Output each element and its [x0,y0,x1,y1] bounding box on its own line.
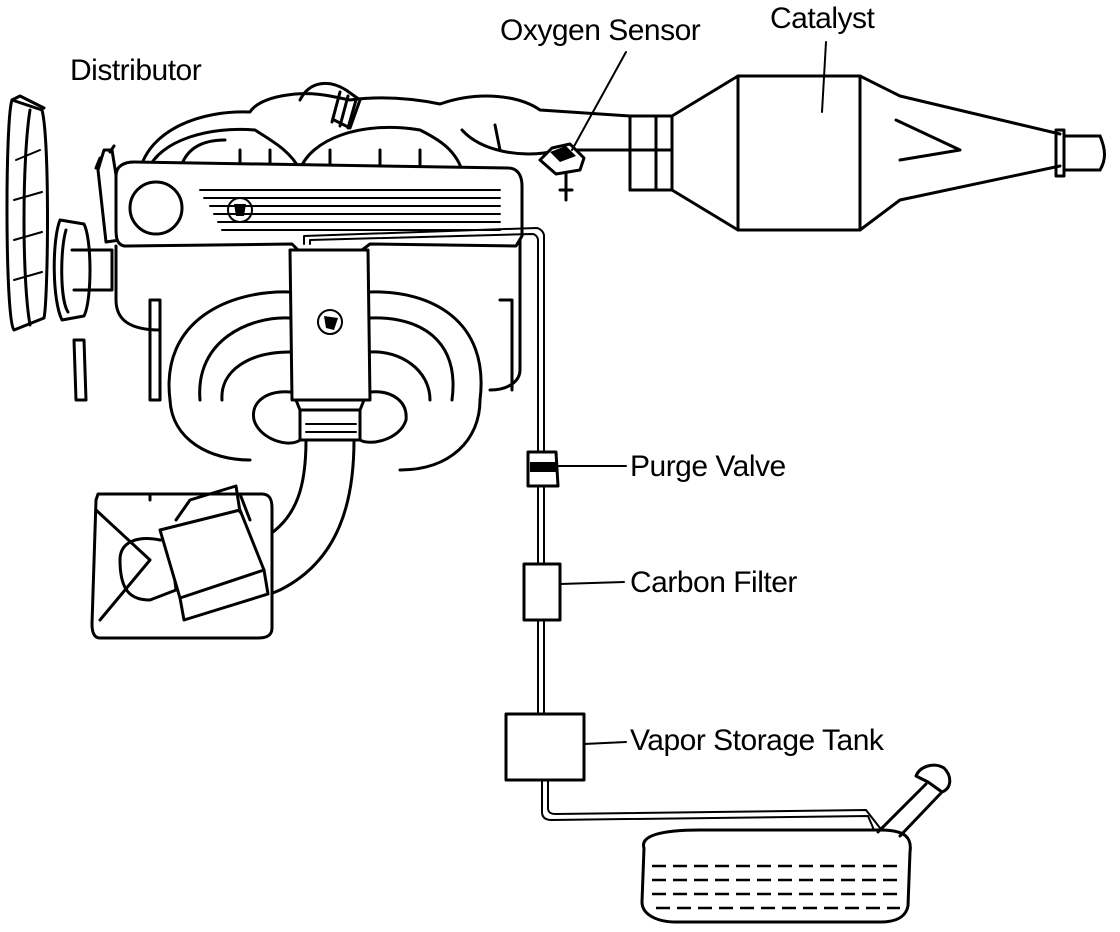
cooling-fan [5,94,49,332]
intake-manifold [148,290,514,472]
oxygen-sensor [538,142,586,202]
vapor-storage-tank [504,712,586,782]
label-oxygen-sensor: Oxygen Sensor [500,14,701,47]
label-vapor-storage-tank: Vapor Storage Tank [630,724,885,757]
leader-lines [555,41,827,745]
label-purge-valve: Purge Valve [630,450,786,483]
air-filter-box [90,484,274,640]
throttle-body [288,248,372,442]
engine-block [114,160,524,392]
fan-pulley [52,218,114,402]
carbon-filter [522,562,562,622]
label-carbon-filter: Carbon Filter [630,566,797,599]
purge-valve [526,450,560,488]
catalyst-converter [598,74,1106,232]
label-catalyst: Catalyst [770,2,876,35]
vapor-line [303,227,881,831]
label-distributor: Distributor [70,54,202,87]
fuel-tank [640,763,952,924]
